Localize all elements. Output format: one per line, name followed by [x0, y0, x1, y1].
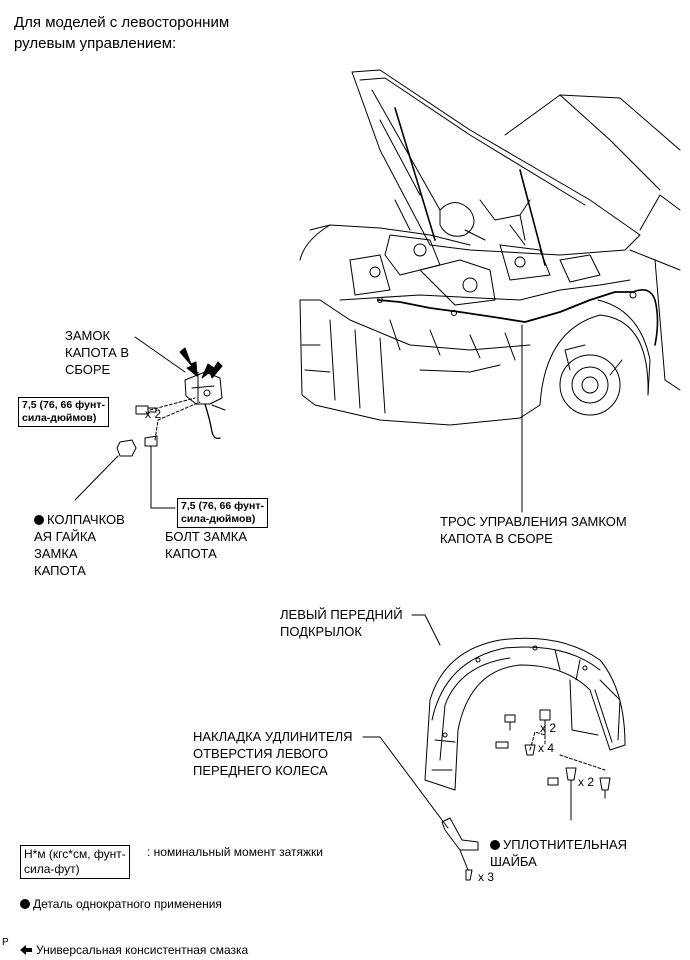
qty-liner-3: x 2	[578, 775, 595, 789]
hood-lock-part	[184, 371, 226, 440]
qty-liner-1: x 2	[540, 721, 557, 735]
cap-nut-part	[116, 439, 137, 457]
qty-bolt-upper: x 2	[145, 407, 162, 421]
torque-spec-lower: 7,5 (76, 66 фунт- сила-дюймов)	[177, 498, 268, 528]
extension-part	[441, 817, 479, 851]
grease-arrow-1	[179, 347, 198, 377]
single-use-icon	[20, 899, 30, 909]
legend-torque-unit: Н*м (кгс*см, фунт- сила-фут)	[20, 845, 130, 879]
cap-nut-label: КОЛПАЧКОВ АЯ ГАЙКА ЗАМКА КАПОТА	[34, 512, 125, 578]
extension-label: НАКЛАДКА УДЛИНИТЕЛЯ ОТВЕРСТИЯ ЛЕВОГО ПЕР…	[193, 729, 353, 778]
car-front-illustration	[299, 69, 681, 426]
legend-torque-desc: : номинальный момент затяжки	[147, 845, 323, 859]
single-use-icon	[34, 515, 44, 525]
grease-arrow-icon	[20, 926, 32, 955]
grease-arrow-2	[201, 361, 223, 379]
qty-extension: x 3	[478, 870, 495, 884]
single-use-icon	[490, 840, 500, 850]
washer-label: УПЛОТНИТЕЛЬНАЯ ШАЙБА	[490, 837, 628, 869]
qty-liner-2: x 4	[538, 741, 555, 755]
legend-single-use: Деталь однократного применения	[20, 879, 222, 913]
wheel-liner-part	[424, 637, 626, 791]
hood-lock-label: ЗАМОК КАПОТА В СБОРЕ	[65, 328, 130, 377]
torque-spec-upper: 7,5 (76, 66 фунт- сила-дюймов)	[18, 397, 109, 427]
page-title: Для моделей с левосторонним рулевым упра…	[14, 14, 230, 52]
liner-label: ЛЕВЫЙ ПЕРЕДНИЙ ПОДКРЫЛОК	[280, 607, 403, 639]
cable-label: ТРОС УПРАВЛЕНИЯ ЗАМКОМ КАПОТА В СБОРЕ	[440, 514, 627, 546]
page-code: P	[2, 937, 9, 948]
lock-bolt-label: БОЛТ ЗАМКА КАПОТА	[165, 529, 248, 561]
